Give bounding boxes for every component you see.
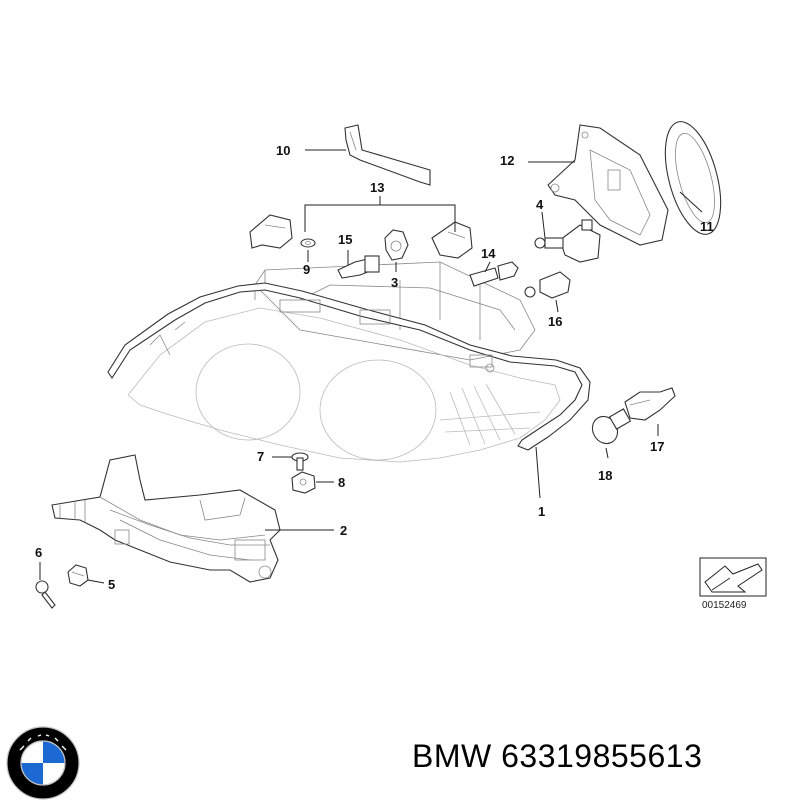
callout-5: 5 [108,577,115,592]
part-caption: BMW 63319855613 [412,738,702,775]
part-15-socket [337,255,380,279]
callout-6: 6 [35,545,42,560]
part-9-washer [300,238,316,248]
callout-10: 10 [276,143,290,158]
callout-7: 7 [257,449,264,464]
callout-labels: 1 2 3 4 5 6 7 8 9 10 11 12 13 14 15 16 1… [35,143,714,592]
callout-11: 11 [700,219,714,234]
part-4-bulb [534,219,601,263]
lower-bracket [51,454,281,583]
headlight-housing [107,261,591,463]
leader-lines [39,149,703,584]
callout-4: 4 [536,197,544,212]
part-10-connector [344,124,431,186]
callout-8: 8 [338,475,345,490]
callout-14: 14 [481,246,496,261]
callout-2: 2 [340,523,347,538]
part-6-screw [35,580,56,609]
callout-18: 18 [598,468,612,483]
callout-15: 15 [338,232,352,247]
part-7-screw [291,452,309,471]
part-16-bulb [524,271,571,299]
callout-12: 12 [500,153,514,168]
callout-3: 3 [391,275,398,290]
callout-1: 1 [538,504,545,519]
part-3-clip [384,229,409,261]
part-8-nut [291,471,316,494]
bmw-logo [6,726,80,800]
part-11-cap [664,121,722,235]
part-number: 63319855613 [501,738,703,774]
part-14-bulb [469,261,519,287]
callout-16: 16 [548,314,562,329]
part-5-clip [67,564,89,587]
callout-17: 17 [650,439,664,454]
brand-name: BMW [412,738,492,774]
callout-13: 13 [370,180,384,195]
part-17-socket [624,387,676,421]
reference-code: 00152469 [702,600,747,611]
callout-9: 9 [303,262,310,277]
part-18-bulb [591,408,632,445]
part-12-cover [547,124,669,246]
part-13-clips [249,214,473,259]
reference-icon: 00152469 [699,557,767,611]
